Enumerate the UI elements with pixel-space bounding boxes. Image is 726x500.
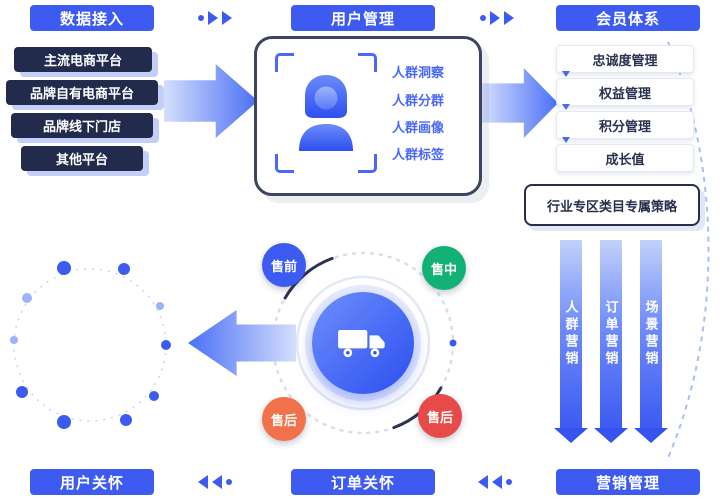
scan-corner-icon [358, 154, 377, 173]
crowd-label: 人群洞察 [392, 65, 445, 80]
header-user-management: 用户管理 [291, 5, 435, 31]
marketing-ribbon: 订单营销 [594, 240, 628, 443]
cycle-node-midsale: 售中 [422, 246, 466, 290]
ribbon-label: 订单营销 [603, 300, 619, 368]
footer-marketing-management: 营销管理 [556, 469, 700, 495]
right-dashed-arc [667, 41, 710, 459]
membership-item: 忠诚度管理 [556, 45, 694, 73]
portrait-scan-frame [275, 53, 377, 173]
ribbon-label: 场景营销 [643, 300, 659, 368]
female-user-icon [299, 75, 353, 151]
data-source-item: 品牌线下门店 [11, 113, 153, 138]
footer-user-care: 用户关怀 [30, 469, 154, 495]
header-data-access: 数据接入 [30, 5, 154, 31]
flow-left-icon [198, 475, 232, 489]
chevron-left-icon [492, 475, 502, 489]
chevron-right-icon [504, 11, 514, 25]
scan-corner-icon [358, 53, 377, 72]
flow-left-icon [478, 475, 512, 489]
cycle-node-presale: 售前 [262, 243, 306, 287]
membership-item: 成长值 [556, 144, 694, 172]
flow-dot-icon [226, 479, 232, 485]
cycle-node-aftersale: 售后 [418, 394, 462, 438]
user-management-card [254, 36, 482, 196]
strategy-box: 行业专区类目专属策略 [524, 184, 700, 226]
flow-dot-icon [506, 479, 512, 485]
chevron-right-icon [490, 11, 500, 25]
chevron-down-icon [562, 137, 570, 143]
crowd-label: 人群画像 [392, 120, 445, 135]
ribbon-label: 人群营销 [563, 300, 579, 368]
scan-corner-icon [275, 154, 294, 173]
chevron-down-icon [562, 71, 570, 77]
marketing-ribbon: 场景营销 [634, 240, 668, 443]
crowd-label: 人群标签 [392, 147, 445, 162]
flow-dot-icon [480, 15, 486, 21]
marketing-ribbon: 人群营销 [554, 240, 588, 443]
chevron-right-icon [222, 11, 232, 25]
header-membership-system: 会员体系 [556, 5, 700, 31]
data-source-item: 品牌自有电商平台 [6, 80, 158, 105]
scan-corner-icon [275, 53, 294, 72]
flow-right-icon [480, 11, 514, 25]
order-cycle-hub [312, 292, 414, 394]
crowd-label: 人群分群 [392, 93, 445, 108]
chevron-right-icon [208, 11, 218, 25]
chevron-left-icon [478, 475, 488, 489]
chevron-down-icon [562, 104, 570, 110]
chevron-left-icon [198, 475, 208, 489]
data-source-item: 主流电商平台 [14, 47, 152, 72]
data-source-item: 其他平台 [21, 146, 143, 171]
flow-right-icon [198, 11, 232, 25]
cycle-node-aftersale: 售后 [262, 397, 306, 441]
chevron-left-icon [212, 475, 222, 489]
dotted-circle-decoration [10, 261, 171, 429]
membership-item: 积分管理 [556, 111, 694, 139]
delivery-truck-icon [338, 330, 385, 358]
flow-dot-icon [198, 15, 204, 21]
membership-item: 权益管理 [556, 78, 694, 106]
footer-order-care: 订单关怀 [291, 469, 435, 495]
